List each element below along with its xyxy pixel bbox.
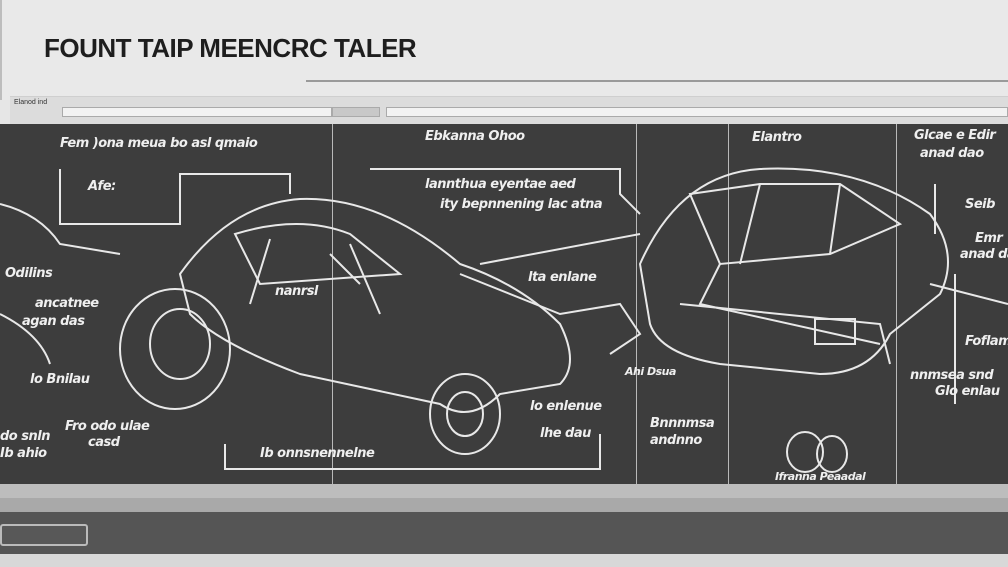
- diagram-label: Ahi Dsua: [625, 365, 676, 378]
- diagram-label: Seib: [965, 197, 995, 212]
- diagram-label: Emr: [975, 231, 1003, 246]
- diagram-label: Afe:: [88, 179, 116, 194]
- diagram-label: Ib onnsnennelne: [260, 446, 375, 461]
- diagram-label: casd: [88, 435, 120, 450]
- diagram-label: anad dao: [920, 146, 984, 161]
- diagram-label: do snln: [0, 429, 50, 444]
- logo-caption: Ifranna Peaadal: [775, 470, 866, 483]
- status-bar: [0, 484, 1008, 498]
- scrollbar[interactable]: [0, 498, 1008, 512]
- diagram-label: Glcae e Edir: [914, 128, 996, 143]
- title-area: FOUNT TAIP MEENCRC TALER: [0, 0, 1008, 100]
- page-title: FOUNT TAIP MEENCRC TALER: [44, 33, 417, 63]
- toolbar-label: Elanod ind: [14, 99, 48, 106]
- diagram-label: nanrsl: [275, 284, 318, 299]
- diagram-label: Ib ahio: [0, 446, 47, 461]
- diagram-label: lta enlane: [528, 270, 597, 285]
- diagram-panel: Fem )ona meua bo asl qmaio Ebkanna Ohoo …: [0, 124, 1008, 484]
- diagram-label: lo Bnilau: [30, 372, 90, 387]
- toolbar-slider[interactable]: [386, 107, 1008, 117]
- car-diagram: [0, 167, 1008, 473]
- diagram-label: Fem )ona meua bo asl qmaio: [60, 136, 258, 151]
- divider: [306, 80, 1008, 82]
- diagram-label: lannthua eyentae aed: [425, 177, 576, 192]
- diagram-label: ity bepnnening lac atna: [440, 197, 603, 212]
- diagram-label: andnno: [650, 433, 702, 448]
- diagram-label: Ebkanna Ohoo: [425, 129, 525, 144]
- diagram-label: agan das: [22, 314, 85, 329]
- diagram-label: Glo enlau: [935, 384, 1000, 399]
- diagram-label: Fro odo ulae: [65, 419, 150, 434]
- divider: [896, 124, 897, 484]
- diagram-label: lhe dau: [540, 426, 591, 441]
- divider: [636, 124, 637, 484]
- toolbar-button[interactable]: [332, 107, 380, 117]
- diagram-label: nnmsea snd: [910, 368, 994, 383]
- footer-button[interactable]: [0, 524, 88, 546]
- diagram-label: ancatnee: [35, 296, 99, 311]
- footer-strip: [0, 554, 1008, 567]
- toolbar-field[interactable]: [62, 107, 332, 117]
- diagram-label: Foflam: [965, 334, 1008, 349]
- diagram-label: Bnnnmsa: [650, 416, 715, 431]
- diagram-label: Elantro: [752, 130, 802, 145]
- diagram-label: Odilins: [5, 266, 53, 281]
- divider: [728, 124, 729, 484]
- divider: [332, 124, 333, 484]
- diagram-label: anad das: [960, 247, 1008, 262]
- toolbar: Elanod ind: [10, 96, 1008, 124]
- diagram-label: lo enlenue: [530, 399, 602, 414]
- footer-panel: [0, 512, 1008, 554]
